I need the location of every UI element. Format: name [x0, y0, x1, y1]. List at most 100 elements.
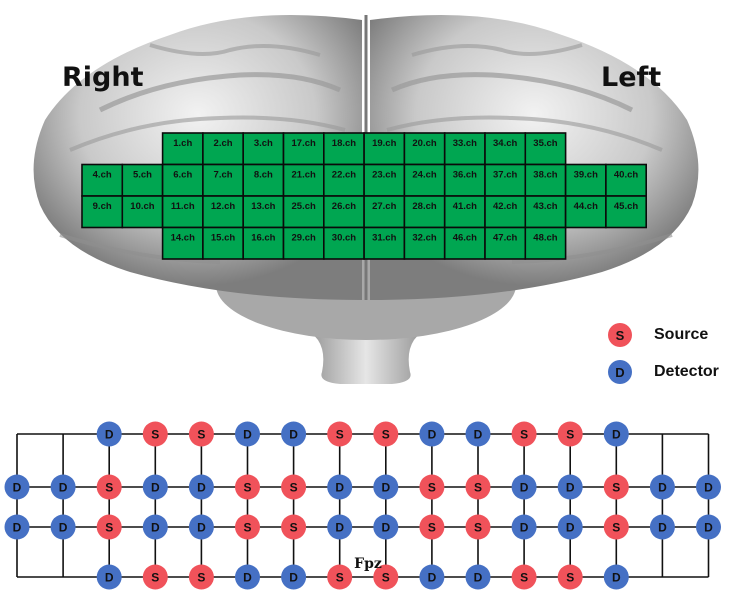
channel-cell: 19.ch	[363, 132, 406, 166]
source-optode: S	[465, 474, 491, 500]
channel-cell: 16.ch	[242, 226, 285, 260]
optode-letter: S	[151, 428, 159, 442]
optode-letter: S	[105, 521, 113, 535]
channel-cell: 17.ch	[282, 132, 325, 166]
legend-detector-label: Detector	[654, 363, 719, 380]
channel-cell: 29.ch	[282, 226, 325, 260]
detector-optode: D	[603, 564, 629, 590]
channel-label: 28.ch	[412, 201, 436, 212]
channel-label: 25.ch	[292, 201, 316, 212]
optode-letter: D	[428, 428, 437, 442]
optode-letter: S	[243, 481, 251, 495]
channel-cell: 30.ch	[322, 226, 365, 260]
channel-label: 46.ch	[453, 233, 477, 244]
channel-cell: 35.ch	[524, 132, 567, 166]
optode-letter: D	[151, 481, 160, 495]
channel-label: 9.ch	[93, 201, 112, 212]
optode-letter: S	[566, 571, 574, 585]
channel-label: 19.ch	[372, 138, 396, 149]
detector-marker-icon: D	[608, 360, 632, 384]
channel-cell: 2.ch	[202, 132, 244, 166]
channel-label: 13.ch	[251, 201, 275, 212]
optode-letter: S	[243, 521, 251, 535]
optode-letter: D	[704, 481, 713, 495]
channel-cell: 43.ch	[524, 195, 567, 229]
optode-letter: D	[151, 521, 160, 535]
optode-letter: D	[13, 521, 22, 535]
optode-letter: D	[566, 521, 575, 535]
detector-optode: D	[696, 474, 721, 500]
optode-letter: S	[290, 481, 298, 495]
optode-letter: S	[612, 521, 620, 535]
channel-label: 3.ch	[254, 138, 273, 149]
optode-letter: D	[520, 521, 529, 535]
optode-letter: S	[428, 481, 436, 495]
channel-label: 40.ch	[614, 170, 638, 181]
channel-label: 1.ch	[173, 138, 192, 149]
channel-cell: 1.ch	[161, 132, 204, 166]
channel-label: 36.ch	[453, 170, 477, 181]
channel-label: 27.ch	[372, 201, 396, 212]
detector-optode: D	[557, 514, 583, 540]
channel-label: 12.ch	[211, 201, 235, 212]
channel-label: 30.ch	[332, 233, 356, 244]
detector-optode: D	[419, 421, 445, 447]
optode-letter: S	[382, 571, 390, 585]
channel-cell: 8.ch	[242, 163, 285, 197]
detector-optode: D	[511, 514, 537, 540]
detector-optode: D	[142, 474, 168, 500]
channel-cell: 11.ch	[161, 195, 204, 229]
source-optode: S	[235, 474, 260, 500]
channel-cell: 42.ch	[484, 195, 527, 229]
optode-letter: D	[335, 521, 344, 535]
channel-cell: 18.ch	[322, 132, 365, 166]
detector-optode: D	[188, 474, 214, 500]
optode-letter: D	[381, 481, 390, 495]
optode-letter: D	[520, 481, 529, 495]
channel-cell: 40.ch	[605, 163, 648, 197]
source-optode: S	[373, 564, 399, 590]
detector-optode: D	[649, 514, 675, 540]
channel-cell: 44.ch	[564, 195, 607, 229]
channel-cell: 48.ch	[524, 226, 567, 260]
detector-optode: D	[188, 514, 214, 540]
channel-label: 8.ch	[254, 170, 273, 181]
channel-cell: 20.ch	[403, 132, 446, 166]
source-marker-icon: S	[608, 323, 632, 347]
optode-letter: D	[612, 571, 621, 585]
optode-letter: S	[520, 571, 528, 585]
channel-label: 4.ch	[93, 170, 112, 181]
channel-cell: 23.ch	[363, 163, 406, 197]
channel-cell: 36.ch	[443, 163, 486, 197]
optode-letter: D	[13, 481, 22, 495]
detector-optode: D	[4, 474, 30, 500]
channel-cell: 22.ch	[322, 163, 365, 197]
legend-source-label: Source	[654, 326, 709, 343]
channel-label: 15.ch	[211, 233, 235, 244]
source-optode: S	[557, 564, 583, 590]
source-optode: S	[142, 564, 168, 590]
channel-cell: 26.ch	[322, 195, 365, 229]
source-optode: S	[96, 514, 122, 540]
channel-label: 45.ch	[614, 201, 638, 212]
detector-optode: D	[142, 514, 168, 540]
channel-label: 18.ch	[332, 138, 356, 149]
detector-optode: D	[235, 564, 260, 590]
channel-label: 21.ch	[292, 170, 316, 181]
channel-cell: 5.ch	[121, 163, 164, 197]
channel-cell: 34.ch	[484, 132, 527, 166]
optode-letter: D	[197, 481, 206, 495]
detector-optode: D	[373, 474, 399, 500]
channel-label: 43.ch	[533, 201, 557, 212]
channel-cell: 14.ch	[161, 226, 204, 260]
optode-letter: D	[289, 571, 298, 585]
optode-letter: D	[474, 428, 483, 442]
source-optode: S	[281, 514, 307, 540]
source-optode: S	[188, 421, 214, 447]
optode-letter: S	[382, 428, 390, 442]
channel-cell: 37.ch	[484, 163, 527, 197]
source-optode: S	[188, 564, 214, 590]
